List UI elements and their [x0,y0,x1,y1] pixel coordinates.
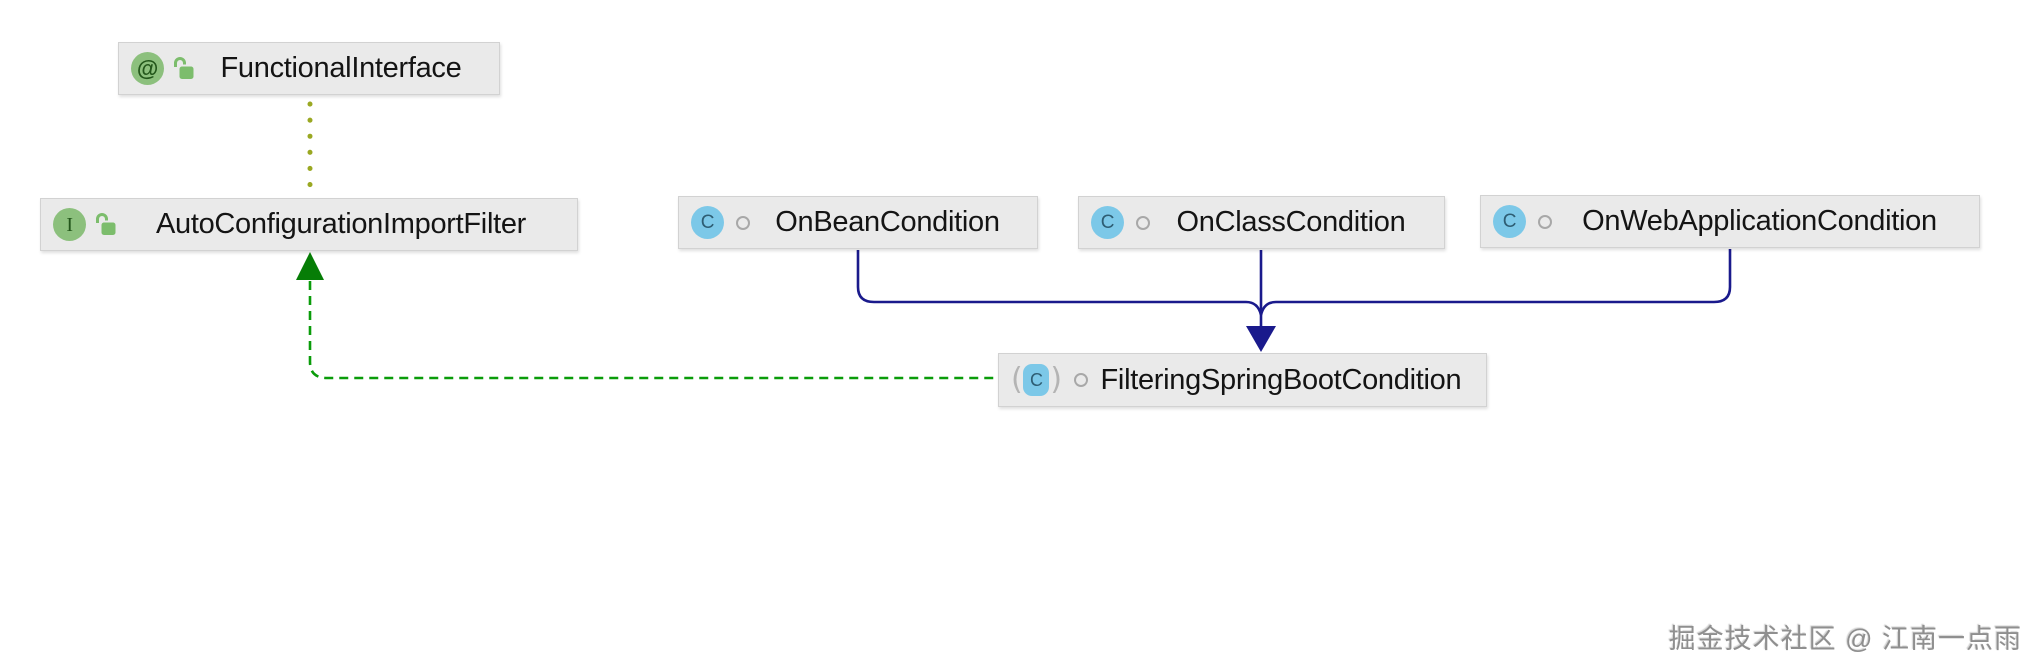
annotation-icon: @ [131,52,164,85]
package-local-visibility-icon [1136,215,1150,230]
package-local-visibility-icon [1538,214,1552,229]
extends-arrowhead [1246,326,1276,352]
edge-extends-onbeancondition[interactable] [856,250,1263,316]
node-functional-interface[interactable]: @ FunctionalInterface [118,42,500,95]
node-filtering-spring-boot-condition[interactable]: ( C ) FilteringSpringBootCondition [998,353,1487,407]
public-unlocked-lock-icon [172,56,195,82]
public-unlocked-lock-icon [94,212,117,238]
class-icon: C [691,206,724,239]
node-label: FilteringSpringBootCondition [1100,363,1462,396]
class-icon: C [1493,205,1526,238]
watermark-text: 掘金技术社区 @ 江南一点雨 [1668,624,2022,654]
node-on-class-condition[interactable]: C OnClassCondition [1078,196,1445,249]
node-on-bean-condition[interactable]: C OnBeanCondition [678,196,1038,249]
abstract-class-icon: ( C ) [1011,362,1062,397]
implements-arrowhead [296,252,324,280]
node-label: OnWebApplicationCondition [1582,205,1937,237]
class-icon: C [1091,206,1124,239]
interface-icon: I [53,208,86,241]
node-label: FunctionalInterface [220,52,462,84]
node-on-web-application-condition[interactable]: C OnWebApplicationCondition [1480,195,1980,248]
node-label: OnClassCondition [1176,206,1406,238]
package-local-visibility-icon [1073,373,1088,387]
edge-extends-onwebapplicationcondition[interactable] [1259,249,1732,316]
node-auto-configuration-import-filter[interactable]: I AutoConfigurationImportFilter [40,198,578,251]
node-label: AutoConfigurationImportFilter [155,208,527,240]
node-label: OnBeanCondition [775,206,1000,238]
edge-implements-dashed[interactable] [308,281,996,380]
package-local-visibility-icon [736,215,750,230]
